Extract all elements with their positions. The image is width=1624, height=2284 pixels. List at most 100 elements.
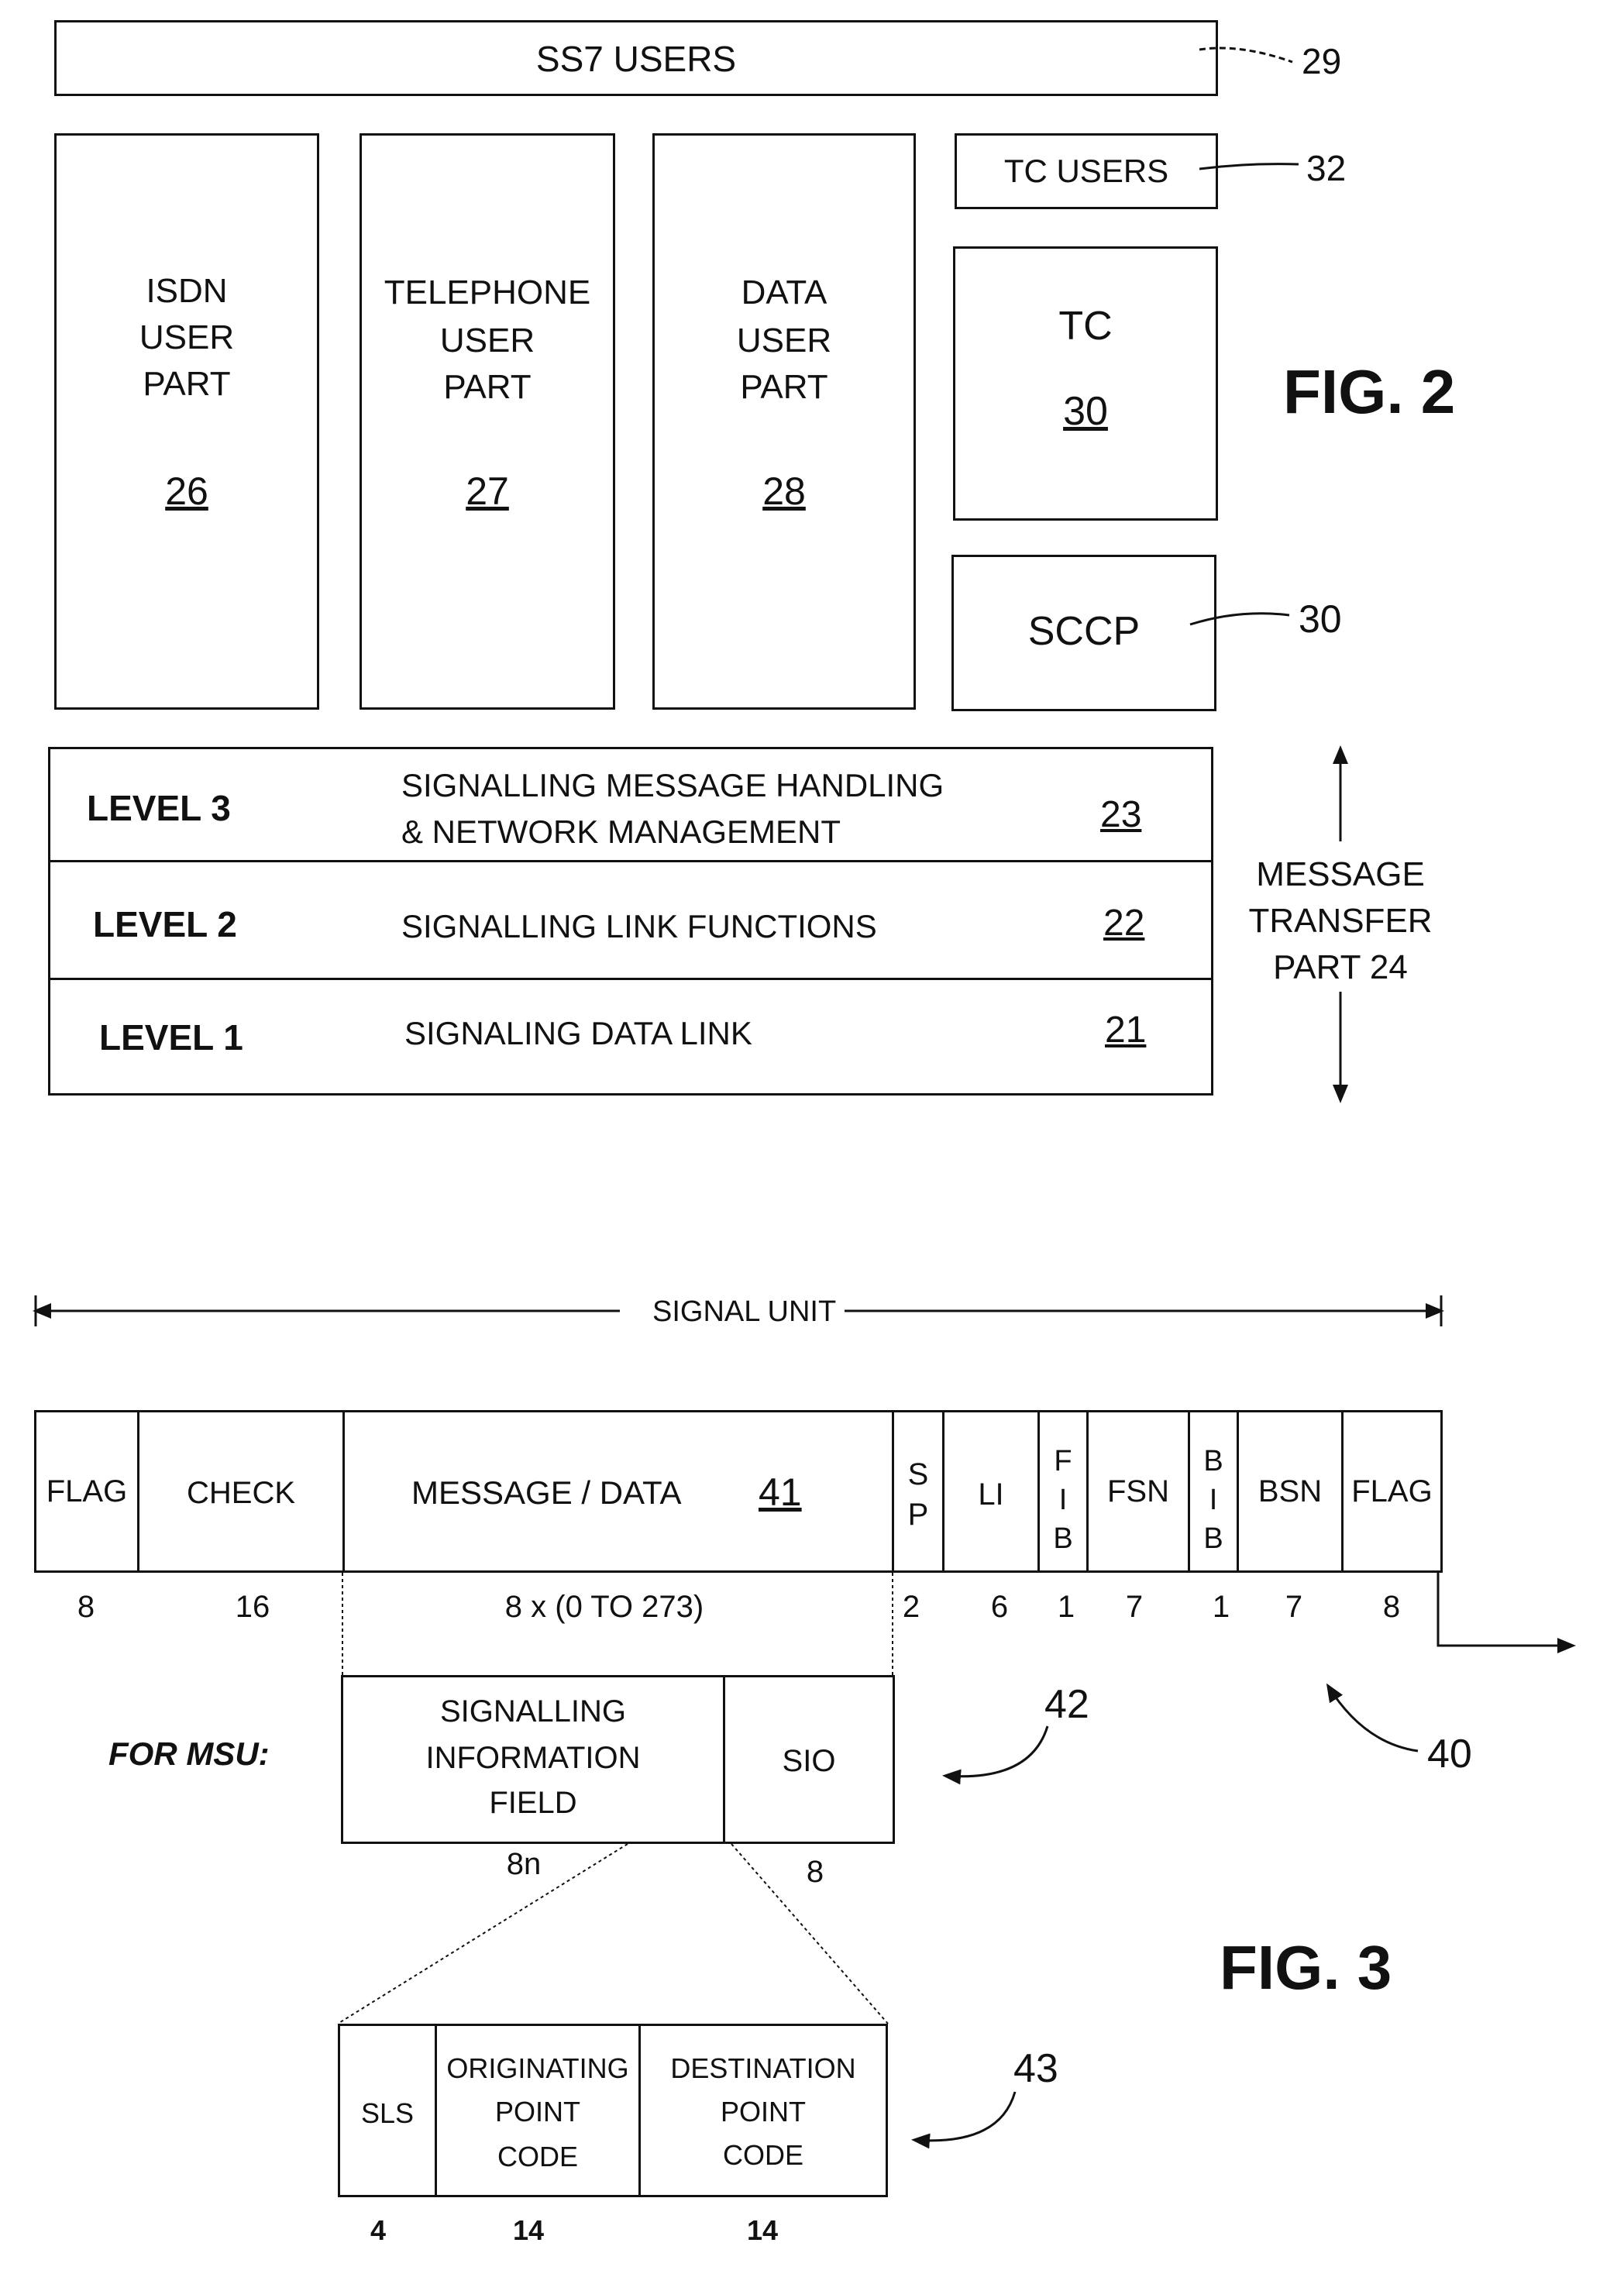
isdn-line-1: ISDN <box>146 272 228 310</box>
bits-flag-end: 8 <box>1382 1590 1401 1624</box>
mtp-line-1: MESSAGE <box>1256 855 1425 893</box>
sif-line-1: SIGNALLING <box>439 1694 627 1728</box>
tc-label: TC <box>1058 304 1113 349</box>
data-line-3: PART <box>740 368 828 406</box>
level-1-name: LEVEL 1 <box>99 1017 243 1058</box>
data-line-2: USER <box>736 322 832 359</box>
level-1-desc: SIGNALING DATA LINK <box>404 1015 752 1051</box>
ref-42: 42 <box>1044 1682 1089 1727</box>
telephone-ref: 27 <box>466 470 509 513</box>
sccp-label: SCCP <box>1027 609 1141 654</box>
data-ref: 28 <box>762 470 806 513</box>
sccp-box: SCCP <box>951 555 1216 711</box>
field-check-label: CHECK <box>186 1476 296 1510</box>
field-flag-end-label: FLAG <box>1351 1474 1433 1508</box>
ss7-users-box: SS7 USERS <box>54 20 1218 96</box>
ref-30-sccp: 30 <box>1299 597 1342 641</box>
bits-check: 16 <box>235 1590 270 1624</box>
bits-sio: 8 <box>806 1855 824 1889</box>
field-message-data-label: MESSAGE / DATA <box>411 1474 682 1511</box>
bits-fib: 1 <box>1057 1590 1075 1624</box>
field-flag-end: FLAG <box>1341 1410 1443 1573</box>
level-1-ref: 21 <box>1105 1010 1147 1051</box>
telephone-line-2: USER <box>439 322 535 359</box>
leader-40 <box>1326 1683 1419 1753</box>
bits-li: 6 <box>990 1590 1009 1624</box>
field-bib: B I B <box>1188 1410 1239 1573</box>
telephone-line-3: PART <box>443 368 532 406</box>
isdn-user-part-box: ISDN USER PART 26 <box>54 133 319 710</box>
field-sp: S P <box>892 1410 944 1573</box>
sls-box: SLS <box>338 2024 437 2197</box>
isdn-line-3: PART <box>143 365 231 403</box>
level-2-name: LEVEL 2 <box>93 904 237 944</box>
field-fib-i: I <box>1058 1484 1068 1516</box>
bits-bsn: 7 <box>1285 1590 1303 1624</box>
field-sp-s: S <box>907 1457 929 1491</box>
level-2-ref: 22 <box>1103 903 1145 944</box>
fig3-title: FIG. 3 <box>1220 1933 1392 2002</box>
field-fib: F I B <box>1037 1410 1089 1573</box>
bits-bib: 1 <box>1212 1590 1230 1624</box>
routing-projection-left <box>337 1843 628 2024</box>
bits-message-data: 8 x (0 TO 273) <box>504 1590 704 1624</box>
isdn-ref: 26 <box>165 470 208 513</box>
telephone-line-1: TELEPHONE <box>384 273 591 311</box>
ref-32: 32 <box>1306 148 1347 188</box>
level-3-desc-2: & NETWORK MANAGEMENT <box>401 814 841 850</box>
sif-line-3: FIELD <box>489 1786 577 1820</box>
bits-fsn: 7 <box>1125 1590 1144 1624</box>
field-bsn: BSN <box>1237 1410 1344 1573</box>
opc-line-2: POINT <box>494 2096 580 2127</box>
mtp-line-2: TRANSFER <box>1248 902 1433 940</box>
fig2-title: FIG. 2 <box>1283 357 1456 426</box>
bits-flag-start: 8 <box>77 1590 95 1624</box>
sif-line-2: INFORMATION <box>425 1741 641 1775</box>
field-fsn-label: FSN <box>1107 1474 1169 1508</box>
transmit-arrow <box>1436 1573 1576 1653</box>
bits-sif: 8n <box>506 1847 542 1881</box>
tc-users-box: TC USERS <box>955 133 1218 209</box>
dpc-line-1: DESTINATION <box>670 2052 856 2084</box>
field-check: CHECK <box>137 1410 345 1573</box>
mtp-levels-box <box>48 747 1213 1096</box>
opc-line-3: CODE <box>497 2141 578 2172</box>
field-message-data-ref: 41 <box>759 1470 802 1514</box>
leader-30-sccp <box>1189 612 1290 626</box>
tc-users-label: TC USERS <box>1003 153 1169 189</box>
dpc-line-3: CODE <box>722 2139 803 2171</box>
field-message-data: MESSAGE / DATA 41 <box>342 1410 894 1573</box>
leader-32 <box>1199 163 1299 170</box>
isdn-line-2: USER <box>139 318 235 356</box>
ss7-users-label: SS7 USERS <box>535 39 737 79</box>
bits-sp: 2 <box>902 1590 920 1624</box>
field-bib-b1: B <box>1203 1445 1223 1477</box>
data-user-part-box: DATA USER PART 28 <box>652 133 916 710</box>
tc-box: TC 30 <box>953 246 1218 521</box>
bits-opc: 14 <box>512 2214 545 2246</box>
dpc-box: DESTINATION POINT CODE <box>638 2024 888 2197</box>
dpc-line-2: POINT <box>720 2096 806 2127</box>
ref-43: 43 <box>1013 2046 1058 2091</box>
leader-29 <box>1199 46 1293 64</box>
sio-box: SIO <box>723 1675 895 1844</box>
opc-line-1: ORIGINATING <box>446 2052 629 2084</box>
bits-sls: 4 <box>370 2214 387 2246</box>
ref-40: 40 <box>1427 1732 1472 1777</box>
routing-projection-right <box>731 1843 889 2024</box>
signal-unit-label: SIGNAL UNIT <box>640 1295 849 1329</box>
opc-box: ORIGINATING POINT CODE <box>435 2024 641 2197</box>
mtp-line-3: PART 24 <box>1273 948 1408 986</box>
msu-prefix: FOR MSU: <box>108 1735 270 1772</box>
leader-43 <box>911 2091 1017 2149</box>
field-flag-start: FLAG <box>34 1410 139 1573</box>
field-sp-p: P <box>907 1498 929 1532</box>
telephone-user-part-box: TELEPHONE USER PART 27 <box>360 133 615 710</box>
sif-box: SIGNALLING INFORMATION FIELD <box>341 1675 725 1844</box>
level-divider-2 <box>48 978 1213 980</box>
field-li-label: LI <box>978 1477 1004 1512</box>
field-fsn: FSN <box>1086 1410 1190 1573</box>
sls-label: SLS <box>360 2097 415 2129</box>
level-3-name: LEVEL 3 <box>87 788 231 828</box>
